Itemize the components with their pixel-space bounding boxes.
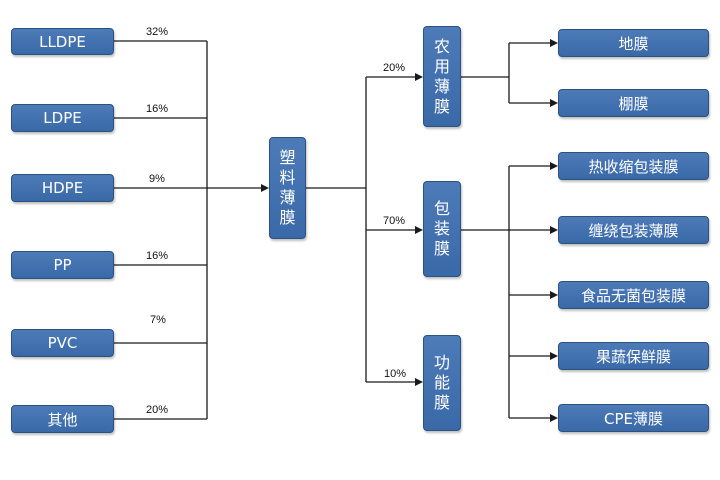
category-char: 膜 — [433, 239, 450, 258]
source-connectors — [114, 40, 262, 420]
product-box-greenhouse-film: 棚膜 — [558, 89, 709, 117]
source-box-hdpe: HDPE — [11, 174, 114, 202]
product-box-cpe-film: CPE薄膜 — [558, 404, 709, 432]
category-char: 农 — [433, 36, 450, 56]
category-char: 薄 — [433, 76, 450, 96]
product-label: 缠绕包装薄膜 — [588, 221, 679, 240]
source-label: LLDPE — [39, 32, 86, 51]
source-box-pvc: PVC — [11, 329, 114, 357]
center-char: 薄 — [279, 188, 296, 207]
source-label: 其他 — [47, 410, 78, 429]
arrowhead-shrink — [550, 162, 558, 170]
arrowhead-aseptic — [550, 291, 558, 299]
product-box-mulch-film: 地膜 — [558, 29, 709, 57]
source-label: HDPE — [41, 179, 84, 197]
category-char: 功 — [433, 353, 450, 372]
arrowhead-mulch — [550, 39, 558, 47]
arrowhead-greenhouse — [550, 99, 558, 107]
category-char: 膜 — [433, 96, 450, 116]
center-char: 膜 — [279, 208, 296, 227]
source-box-ldpe: LDPE — [11, 104, 114, 132]
source-share-pp: 16% — [146, 250, 169, 262]
arrowhead-agri — [415, 73, 423, 81]
source-share-pvc: 7% — [150, 314, 166, 326]
category-char: 膜 — [433, 393, 450, 412]
product-label: CPE薄膜 — [604, 409, 663, 428]
source-share-hdpe: 9% — [149, 173, 165, 185]
category-char: 能 — [433, 373, 450, 392]
category-char: 包 — [433, 199, 450, 218]
arrowhead-cpe — [550, 414, 558, 422]
product-box-aseptic-film: 食品无菌包装膜 — [558, 281, 709, 309]
product-label: 地膜 — [618, 34, 649, 53]
product-label: 食品无菌包装膜 — [580, 286, 686, 305]
source-share-lldpe: 32% — [146, 26, 169, 38]
category-share-agricultural: 20% — [383, 62, 406, 74]
arrowheads — [261, 39, 558, 422]
category-share-packaging: 70% — [383, 215, 406, 227]
product-label: 棚膜 — [618, 94, 649, 113]
product-box-shrink-film: 热收缩包装膜 — [558, 152, 709, 180]
source-box-other: 其他 — [11, 405, 114, 433]
source-box-pp: PP — [11, 251, 114, 279]
category-char: 用 — [433, 56, 450, 76]
source-label: PVC — [47, 334, 78, 352]
source-box-lldpe: LLDPE — [11, 28, 114, 55]
category-connectors — [306, 76, 416, 383]
product-label: 热收缩包装膜 — [588, 157, 679, 176]
arrowhead-stretch — [550, 226, 558, 234]
product-box-stretch-film: 缠绕包装薄膜 — [558, 216, 709, 244]
product-box-fresh-film: 果蔬保鲜膜 — [558, 342, 709, 370]
center-box-plastic-film: 塑 料 薄 膜 — [269, 137, 306, 239]
source-share-other: 20% — [146, 404, 169, 416]
category-char: 装 — [433, 219, 450, 238]
category-box-functional-film: 功 能 膜 — [423, 335, 461, 431]
arrowhead-packaging — [415, 226, 423, 234]
category-box-agricultural-film: 农 用 薄 膜 — [423, 26, 461, 127]
source-label: LDPE — [43, 109, 82, 127]
product-connectors — [461, 42, 551, 419]
arrowhead-functional — [415, 378, 423, 386]
arrowhead-fresh — [550, 352, 558, 360]
center-char: 料 — [279, 168, 296, 187]
center-char: 塑 — [279, 148, 296, 167]
arrowhead-center — [261, 184, 269, 192]
source-share-ldpe: 16% — [146, 103, 169, 115]
category-share-functional: 10% — [384, 368, 407, 380]
product-label: 果蔬保鲜膜 — [595, 347, 671, 366]
source-label: PP — [53, 256, 72, 274]
category-box-packaging-film: 包 装 膜 — [423, 181, 461, 277]
